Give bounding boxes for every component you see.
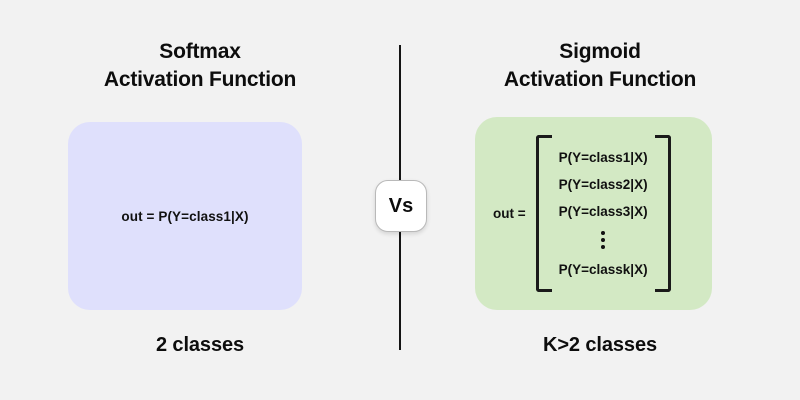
sigmoid-caption: K>2 classes bbox=[543, 334, 657, 356]
sigmoid-title-line2: Activation Function bbox=[503, 68, 697, 91]
softmax-title-line1: Softmax bbox=[159, 40, 241, 63]
sigmoid-formula-text: out = P(Y=class1|X)P(Y=class2|X)P(Y=clas… bbox=[475, 117, 712, 310]
bracket-left-icon bbox=[535, 135, 552, 292]
matrix-row-list: P(Y=class1|X) P(Y=class2|X) P(Y=class3|X) P… bbox=[552, 135, 655, 292]
sigmoid-formula-box: out = P(Y=class1|X)P(Y=class2|X)P(Y=clas… bbox=[475, 117, 712, 310]
sigmoid-out-label: out = bbox=[493, 206, 526, 221]
ellipsis-dot bbox=[601, 238, 606, 242]
matrix-row: P(Y=classk|X) bbox=[558, 262, 648, 277]
ellipsis-dot bbox=[601, 245, 606, 249]
matrix-row: P(Y=class2|X) bbox=[558, 177, 648, 192]
matrix-vertical-ellipsis-icon bbox=[601, 225, 606, 256]
matrix-row: P(Y=class3|X) bbox=[558, 204, 648, 219]
ellipsis-dot bbox=[601, 231, 606, 235]
softmax-title-line2: Activation Function bbox=[103, 68, 297, 91]
softmax-caption: 2 classes bbox=[155, 334, 245, 356]
sigmoid-panel-title: Sigmoid Activation Function bbox=[435, 38, 765, 94]
vs-badge-label: Vs bbox=[388, 195, 414, 217]
sigmoid-title-line1: Sigmoid bbox=[559, 40, 641, 63]
matrix-row: P(Y=class1|X) bbox=[558, 150, 648, 165]
bracket-right-icon bbox=[654, 135, 671, 292]
vs-badge: Vs bbox=[375, 180, 427, 232]
softmax-panel-title: Softmax Activation Function bbox=[35, 38, 365, 94]
softmax-formula-box: out = P(Y=class1|X) bbox=[68, 122, 302, 310]
probability-vector-matrix: P(Y=class1|X) P(Y=class2|X) P(Y=class3|X) P… bbox=[535, 135, 671, 292]
softmax-formula-text: out = P(Y=class1|X) bbox=[121, 208, 249, 224]
